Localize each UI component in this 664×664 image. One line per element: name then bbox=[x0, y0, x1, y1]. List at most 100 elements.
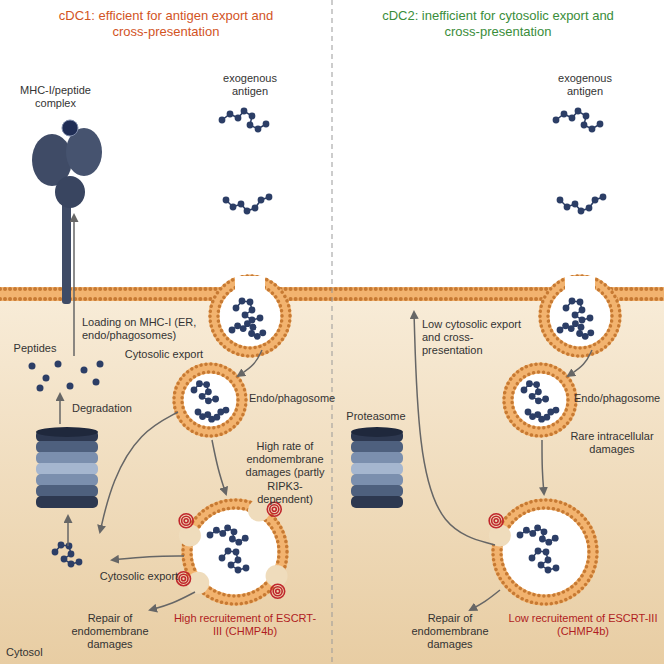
proteasome-top bbox=[36, 427, 98, 437]
damaged-endosome bbox=[497, 504, 593, 600]
antigen-chain bbox=[553, 108, 604, 133]
annotation-label: Cytosol bbox=[6, 646, 66, 659]
proteasome-ring bbox=[36, 452, 98, 464]
peptide bbox=[55, 361, 62, 368]
antigen-residue bbox=[592, 197, 599, 204]
antigen-chain bbox=[529, 548, 560, 574]
annotation-label: MHC-I/peptide complex bbox=[8, 84, 103, 110]
antigen-residue bbox=[235, 115, 242, 122]
panel-title: cDC2: inefficient for cytosolic export a… bbox=[373, 8, 623, 39]
antigen-chain bbox=[219, 548, 250, 574]
cup-opening bbox=[565, 276, 595, 306]
antigen-residue bbox=[255, 126, 262, 133]
escrt-iii-spiral bbox=[179, 574, 188, 583]
antigen-residue bbox=[219, 530, 226, 537]
antigen-residue bbox=[553, 565, 560, 572]
antigen-residue bbox=[578, 324, 585, 331]
antigen-residue bbox=[545, 567, 552, 574]
escrt-iii-spiral bbox=[177, 572, 191, 586]
escrt-iii-spiral bbox=[276, 589, 280, 593]
proteasome bbox=[36, 427, 98, 508]
escrt-iii-spiral bbox=[182, 516, 191, 525]
antigen-residue bbox=[581, 122, 588, 129]
escrt-iii-spiral bbox=[182, 577, 186, 581]
antigen-residue bbox=[76, 559, 83, 566]
annotation-label: Proteasome bbox=[340, 410, 412, 423]
annotation-label: Low recruitement of ESCRT-III (CHMP4b) bbox=[508, 612, 658, 638]
antigen-residue bbox=[207, 532, 214, 539]
antigen-residue bbox=[235, 557, 242, 564]
antigen-residue bbox=[249, 307, 256, 314]
antigen-residue bbox=[579, 307, 586, 314]
proteasome bbox=[351, 427, 403, 508]
antigen-residue bbox=[66, 543, 73, 550]
antigen-residue bbox=[191, 387, 198, 394]
antigen-residue bbox=[205, 388, 212, 395]
antigen-residue bbox=[534, 524, 541, 531]
antigen-residue bbox=[529, 530, 536, 537]
annotation-label: Endo/phagosome bbox=[574, 392, 656, 405]
antigen-residue bbox=[557, 327, 564, 334]
proteasome-ring bbox=[351, 452, 403, 464]
process-arrow bbox=[112, 556, 184, 560]
antigen-residue bbox=[583, 113, 590, 120]
antigen-residue bbox=[600, 194, 607, 201]
antigen-residue bbox=[199, 393, 206, 400]
antigen-residue bbox=[545, 557, 552, 564]
antigen-chain bbox=[517, 524, 559, 545]
antigen-chain bbox=[207, 524, 249, 545]
escrt-iii-spiral bbox=[492, 516, 501, 525]
escrt-iii-spiral bbox=[273, 587, 282, 596]
antigen-residue bbox=[52, 549, 59, 556]
annotation-label: High recruitement of ESCRT-III (CHMP4b) bbox=[170, 612, 320, 638]
antigen-residue bbox=[553, 407, 560, 414]
antigen-residue bbox=[229, 327, 236, 334]
process-arrow bbox=[212, 440, 226, 494]
lipid-heads bbox=[493, 500, 597, 604]
process-arrow bbox=[238, 350, 262, 376]
antigen-residue bbox=[229, 536, 236, 543]
antigen-residue bbox=[587, 329, 594, 336]
antigen-residue bbox=[244, 208, 251, 215]
antigen-chain bbox=[191, 380, 219, 404]
antigen-chain bbox=[52, 542, 83, 568]
antigen-residue bbox=[535, 397, 542, 404]
antigen-residue bbox=[238, 201, 245, 208]
lipid-heads bbox=[210, 276, 290, 356]
peptide bbox=[67, 383, 74, 390]
proteasome-ring bbox=[351, 463, 403, 475]
antigen-chain bbox=[521, 380, 549, 404]
antigen-residue bbox=[61, 556, 68, 563]
antigen-residue bbox=[227, 111, 234, 118]
antigen-residue bbox=[196, 380, 203, 387]
escrt-iii-spiral bbox=[271, 584, 285, 598]
antigen-residue bbox=[258, 197, 265, 204]
antigen-residue bbox=[239, 298, 246, 305]
divider bbox=[332, 0, 333, 664]
antigen-residue bbox=[572, 320, 579, 327]
antigen-residue bbox=[242, 312, 249, 319]
antigen-residue bbox=[563, 305, 570, 312]
endosome bbox=[508, 368, 572, 432]
panel-title: cDC1: efficient for antigen export and c… bbox=[46, 8, 286, 39]
process-arrow bbox=[100, 412, 178, 532]
antigen-residue bbox=[68, 551, 75, 558]
annotation-label: exogenous antigen bbox=[545, 72, 625, 98]
antigen-residue bbox=[569, 298, 576, 305]
annotation-label: Low cytosolic export and cross-presentat… bbox=[422, 318, 532, 358]
annotation-label: High rate of endomembrane damages (partl… bbox=[240, 440, 330, 506]
antigen-residue bbox=[219, 555, 226, 562]
antigen-residue bbox=[223, 197, 230, 204]
peptide bbox=[81, 367, 88, 374]
antigen-chain bbox=[563, 298, 594, 324]
antigen-residue bbox=[212, 396, 219, 403]
bound-peptide bbox=[62, 120, 78, 136]
antigen-residue bbox=[541, 528, 548, 535]
antigen-residue bbox=[243, 565, 250, 572]
antigen-residue bbox=[543, 549, 550, 556]
proteasome-ring bbox=[36, 485, 98, 497]
antigen-residue bbox=[572, 201, 579, 208]
antigen-residue bbox=[225, 548, 232, 555]
endosome bbox=[178, 368, 242, 432]
